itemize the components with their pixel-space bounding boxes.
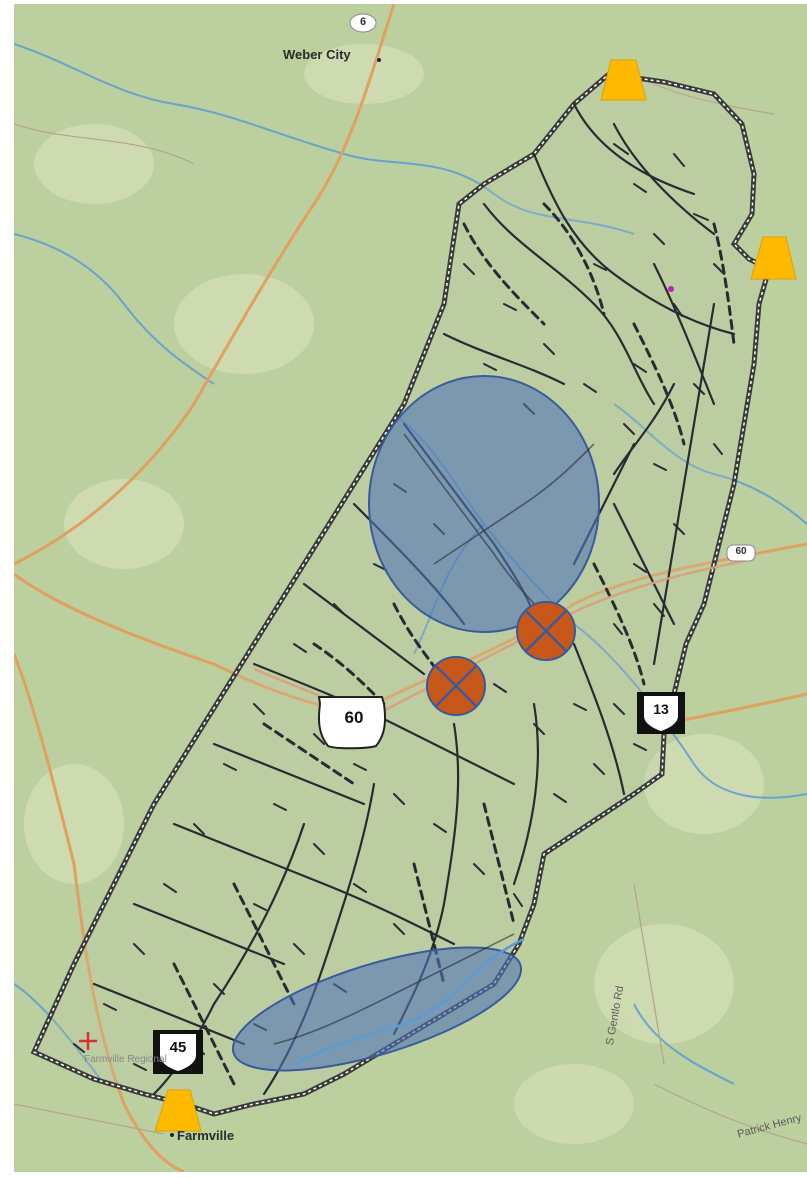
us60-number: 60 xyxy=(344,708,364,727)
map-svg xyxy=(14,4,807,1172)
south-river xyxy=(293,937,525,1066)
zone-roads xyxy=(273,433,595,1045)
entry-east[interactable] xyxy=(750,236,797,280)
road-network-dashed xyxy=(172,202,736,1086)
route60-small-shield xyxy=(726,544,756,562)
state45-shield xyxy=(153,1030,203,1074)
crossing-east[interactable] xyxy=(516,601,576,661)
airport-label: Farmville Regional xyxy=(84,1054,167,1065)
map-canvas[interactable]: Weber City Farmville Farmville Regional … xyxy=(14,4,807,1172)
state13-number: 13 xyxy=(653,701,669,717)
entry-north[interactable] xyxy=(600,59,647,101)
south-blue-zone xyxy=(231,946,523,1072)
highways xyxy=(14,4,807,1172)
entry-south[interactable] xyxy=(154,1089,202,1132)
rivers xyxy=(14,43,807,1085)
route6-number: 6 xyxy=(359,16,367,28)
farmville-dot xyxy=(170,1133,174,1137)
route60-small-number: 60 xyxy=(735,546,747,557)
state13-shield xyxy=(637,692,685,734)
point-of-interest-dot xyxy=(668,286,674,292)
state45-number: 45 xyxy=(169,1039,187,1056)
crossing-west[interactable] xyxy=(426,656,486,716)
weber-city-dot xyxy=(377,58,381,62)
north-blue-zone xyxy=(368,375,600,633)
terrain-patches xyxy=(24,44,764,1144)
route6-shield xyxy=(349,13,377,33)
us60-shield xyxy=(317,696,386,750)
farmville-label: Farmville xyxy=(177,1128,235,1143)
weber-city-label: Weber City xyxy=(283,47,351,62)
airport-plus-icon xyxy=(79,1032,97,1050)
